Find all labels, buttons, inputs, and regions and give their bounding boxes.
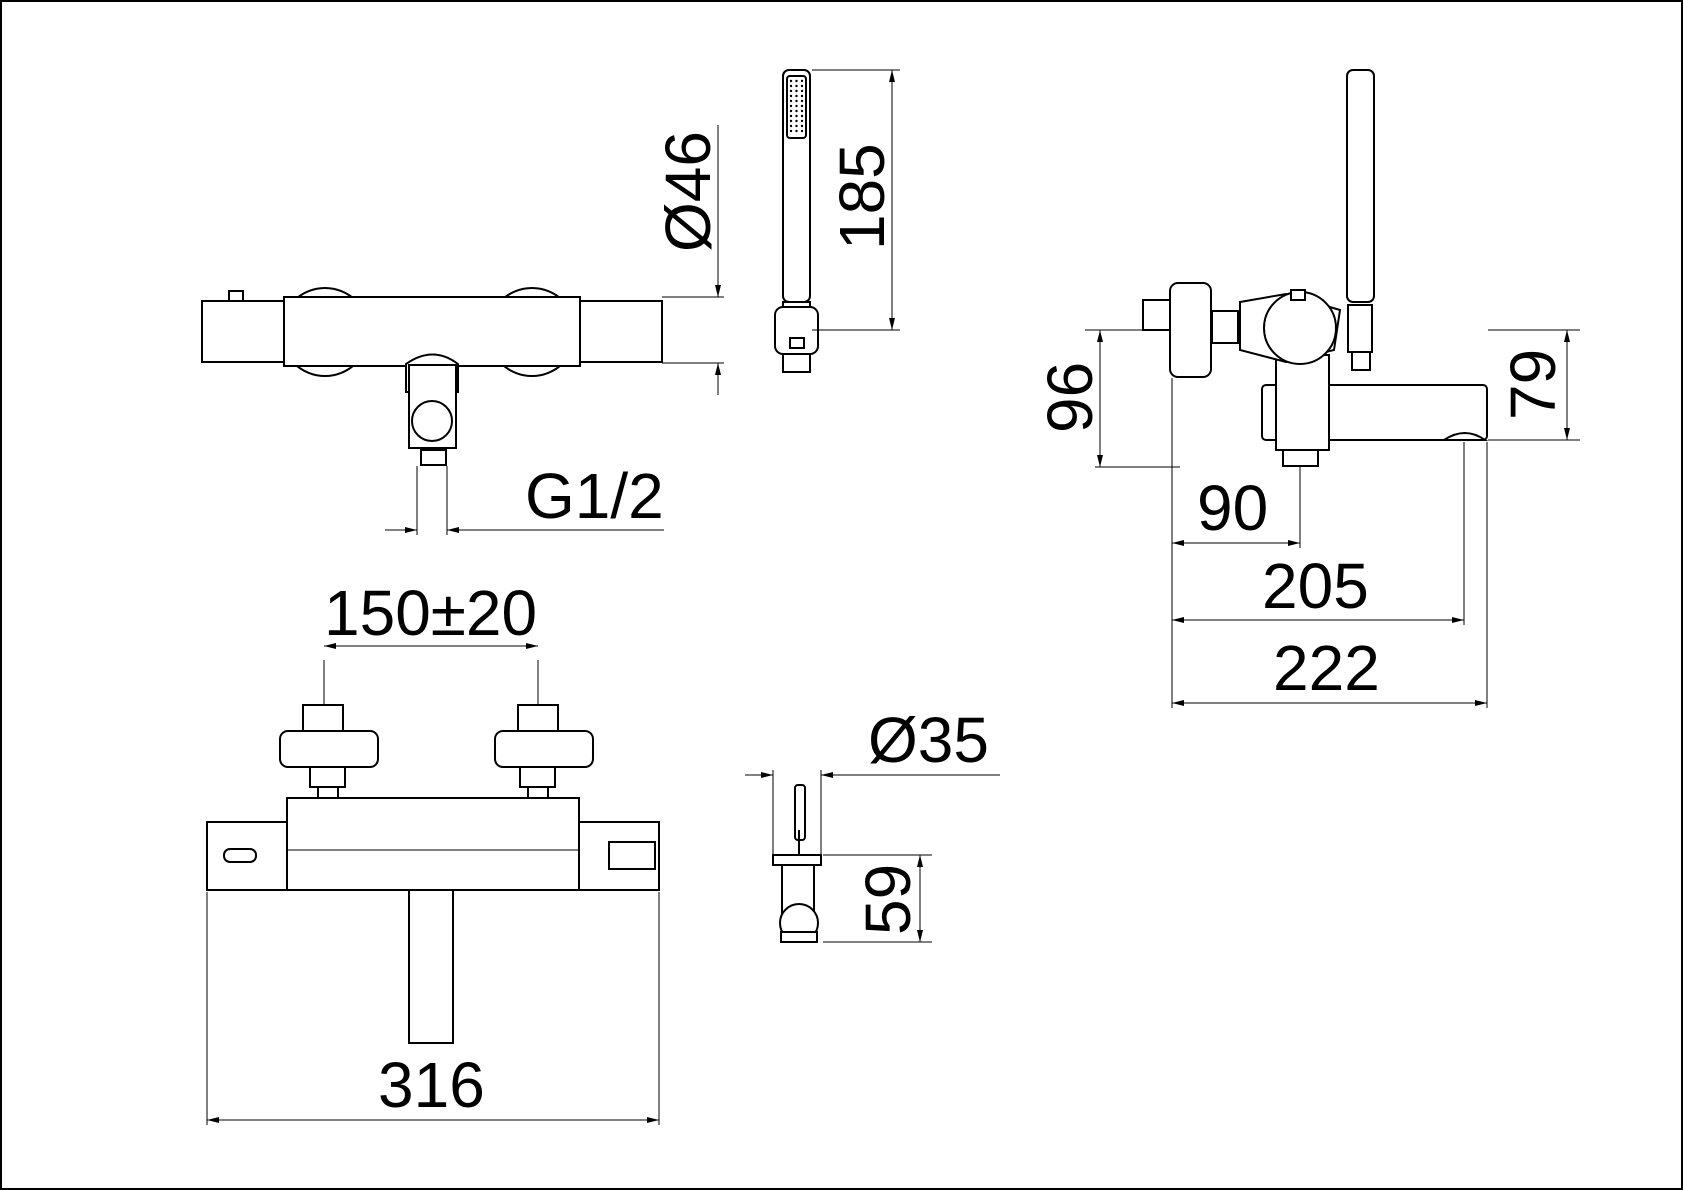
spray-nozzle	[789, 129, 793, 133]
hand-shower	[774, 69, 819, 373]
spray-nozzle	[795, 89, 798, 93]
spray-nozzle	[795, 109, 798, 113]
handshower-length-dimension: 185	[812, 69, 900, 331]
spray-nozzle	[789, 94, 793, 98]
spray-nozzle	[800, 89, 804, 93]
spout-projection-label: 205	[1262, 550, 1369, 622]
top-view-mixer	[206, 704, 660, 1044]
handshower-spray-dots	[789, 79, 804, 133]
inlet-centers-label: 150±20	[324, 577, 537, 649]
handshower-diameter-dimension: Ø46	[652, 125, 724, 395]
spray-nozzle	[800, 84, 804, 88]
body-projection-label: 90	[1197, 472, 1268, 544]
spray-nozzle	[789, 99, 793, 103]
spray-nozzle	[789, 104, 793, 108]
spray-nozzle	[795, 104, 798, 108]
spray-nozzle	[800, 114, 804, 118]
side-view-dimensions: 96 79 90 205 222	[1034, 329, 1580, 708]
spray-nozzle	[795, 84, 798, 88]
spray-nozzle	[795, 119, 798, 123]
front-view-mixer	[201, 287, 663, 466]
spray-nozzle	[795, 129, 798, 133]
body-height-label: 96	[1034, 362, 1106, 433]
handshower-diameter-label: Ø46	[652, 131, 724, 252]
spray-nozzle	[789, 84, 793, 88]
spout-height-label: 79	[1497, 349, 1569, 420]
spray-nozzle	[795, 99, 798, 103]
spray-nozzle	[800, 99, 804, 103]
holder-diameter-label: Ø35	[868, 704, 989, 776]
spray-nozzle	[795, 114, 798, 118]
spray-nozzle	[800, 104, 804, 108]
spray-nozzle	[800, 109, 804, 113]
spray-nozzle	[800, 124, 804, 128]
spray-nozzle	[789, 109, 793, 113]
overall-width-label: 316	[378, 1049, 485, 1121]
spray-nozzle	[800, 119, 804, 123]
side-view-mixer	[1142, 69, 1489, 467]
spray-nozzle	[795, 94, 798, 98]
spray-nozzle	[800, 129, 804, 133]
thread-label: G1/2	[525, 460, 664, 532]
spray-nozzle	[795, 79, 798, 83]
spray-nozzle	[789, 79, 793, 83]
handshower-length-label: 185	[826, 143, 898, 250]
spray-nozzle	[800, 94, 804, 98]
spray-nozzle	[789, 119, 793, 123]
spray-nozzle	[795, 124, 798, 128]
top-view-dimensions: 150±20 316	[206, 577, 660, 1125]
overall-projection-label: 222	[1273, 632, 1380, 704]
spray-nozzle	[789, 114, 793, 118]
holder-height-label: 59	[852, 864, 924, 935]
spray-nozzle	[789, 124, 793, 128]
spray-nozzle	[789, 89, 793, 93]
shower-holder	[772, 784, 822, 943]
thread-dimension: G1/2	[385, 460, 664, 535]
holder-dimensions: Ø35 59	[745, 704, 1000, 943]
spray-nozzle	[800, 79, 804, 83]
